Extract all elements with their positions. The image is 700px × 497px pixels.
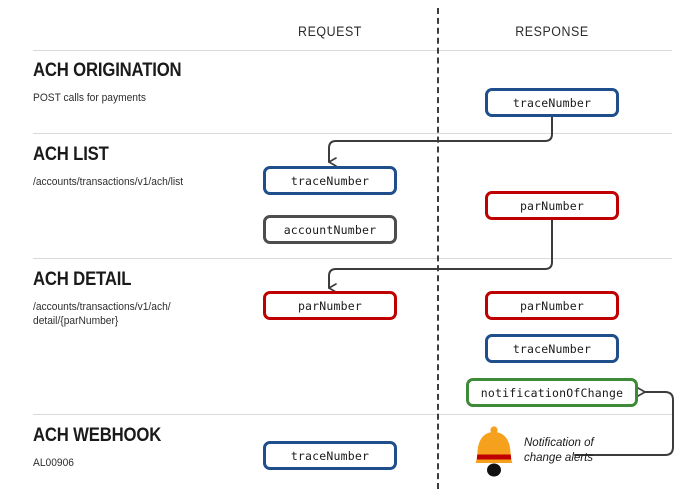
box-origination-response-tracenumber[interactable]: traceNumber (485, 88, 619, 117)
section-title-ach-detail: ACH DETAIL (33, 269, 132, 290)
box-detail-response-notificationofchange[interactable]: notificationOfChange (466, 378, 638, 407)
box-detail-response-parnumber[interactable]: parNumber (485, 291, 619, 320)
bell-icon (466, 425, 520, 477)
column-header-request: REQUEST (298, 24, 362, 39)
box-list-request-accountnumber[interactable]: accountNumber (263, 215, 397, 244)
section-subtitle-ach-detail: /accounts/transactions/v1/ach/ detail/{p… (33, 301, 171, 327)
box-webhook-request-tracenumber[interactable]: traceNumber (263, 441, 397, 470)
section-title-ach-webhook: ACH WEBHOOK (33, 425, 162, 446)
section-divider-list (33, 258, 672, 259)
section-subtitle-ach-list: /accounts/transactions/v1/ach/list (33, 176, 184, 188)
section-title-ach-origination: ACH ORIGINATION (33, 60, 182, 81)
section-divider-header (33, 50, 672, 51)
section-divider-detail (33, 414, 672, 415)
section-divider-origination (33, 133, 672, 134)
box-detail-response-tracenumber[interactable]: traceNumber (485, 334, 619, 363)
box-detail-request-parnumber[interactable]: parNumber (263, 291, 397, 320)
section-subtitle-ach-origination: POST calls for payments (33, 92, 146, 104)
box-list-response-parnumber[interactable]: parNumber (485, 191, 619, 220)
section-subtitle-ach-webhook: AL00906 (33, 457, 74, 469)
request-response-divider (437, 8, 439, 489)
bell-caption: Notification of change alerts (524, 437, 594, 464)
column-header-response: RESPONSE (515, 24, 589, 39)
section-title-ach-list: ACH LIST (33, 144, 109, 165)
box-list-request-tracenumber[interactable]: traceNumber (263, 166, 397, 195)
